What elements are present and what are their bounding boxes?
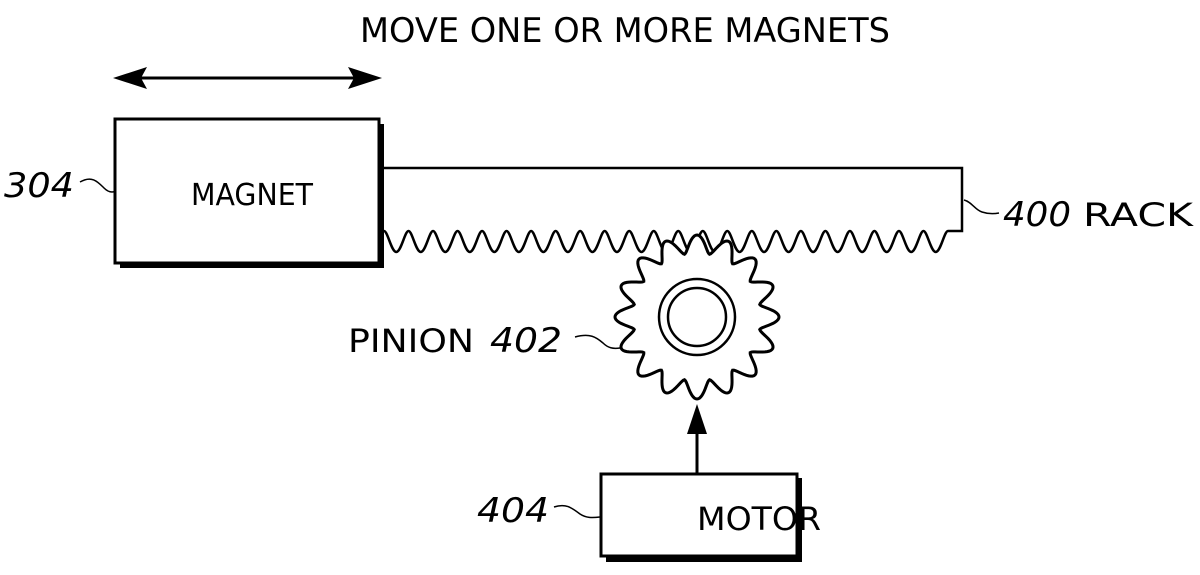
rack-label: RACK <box>1083 196 1194 234</box>
magnet-leader-line <box>79 178 117 193</box>
pinion-ref-number: 402 <box>490 321 562 361</box>
pinion-hub-inner <box>666 286 728 348</box>
rack-leader-line <box>963 199 1000 215</box>
magnet-block: MAGNET <box>113 117 384 268</box>
pinion-label: PINION <box>348 322 474 360</box>
magnet-ref-number: 304 <box>4 166 74 206</box>
rack-ref-number: 400 <box>1003 195 1071 235</box>
magnet-label: MAGNET <box>191 178 314 213</box>
pinion-gear <box>613 233 781 401</box>
motor-label: MOTOR <box>697 500 821 538</box>
motor-block: MOTOR <box>599 472 821 562</box>
rack <box>383 166 964 254</box>
drive-arrow <box>687 404 707 474</box>
motor-ref-number: 404 <box>477 491 549 531</box>
pinion-leader-line <box>574 334 621 350</box>
movement-arrow <box>113 67 382 89</box>
pinion-hub-outer <box>657 277 737 357</box>
motor-leader-line <box>553 504 601 519</box>
diagram-title: MOVE ONE OR MORE MAGNETS <box>360 11 890 51</box>
